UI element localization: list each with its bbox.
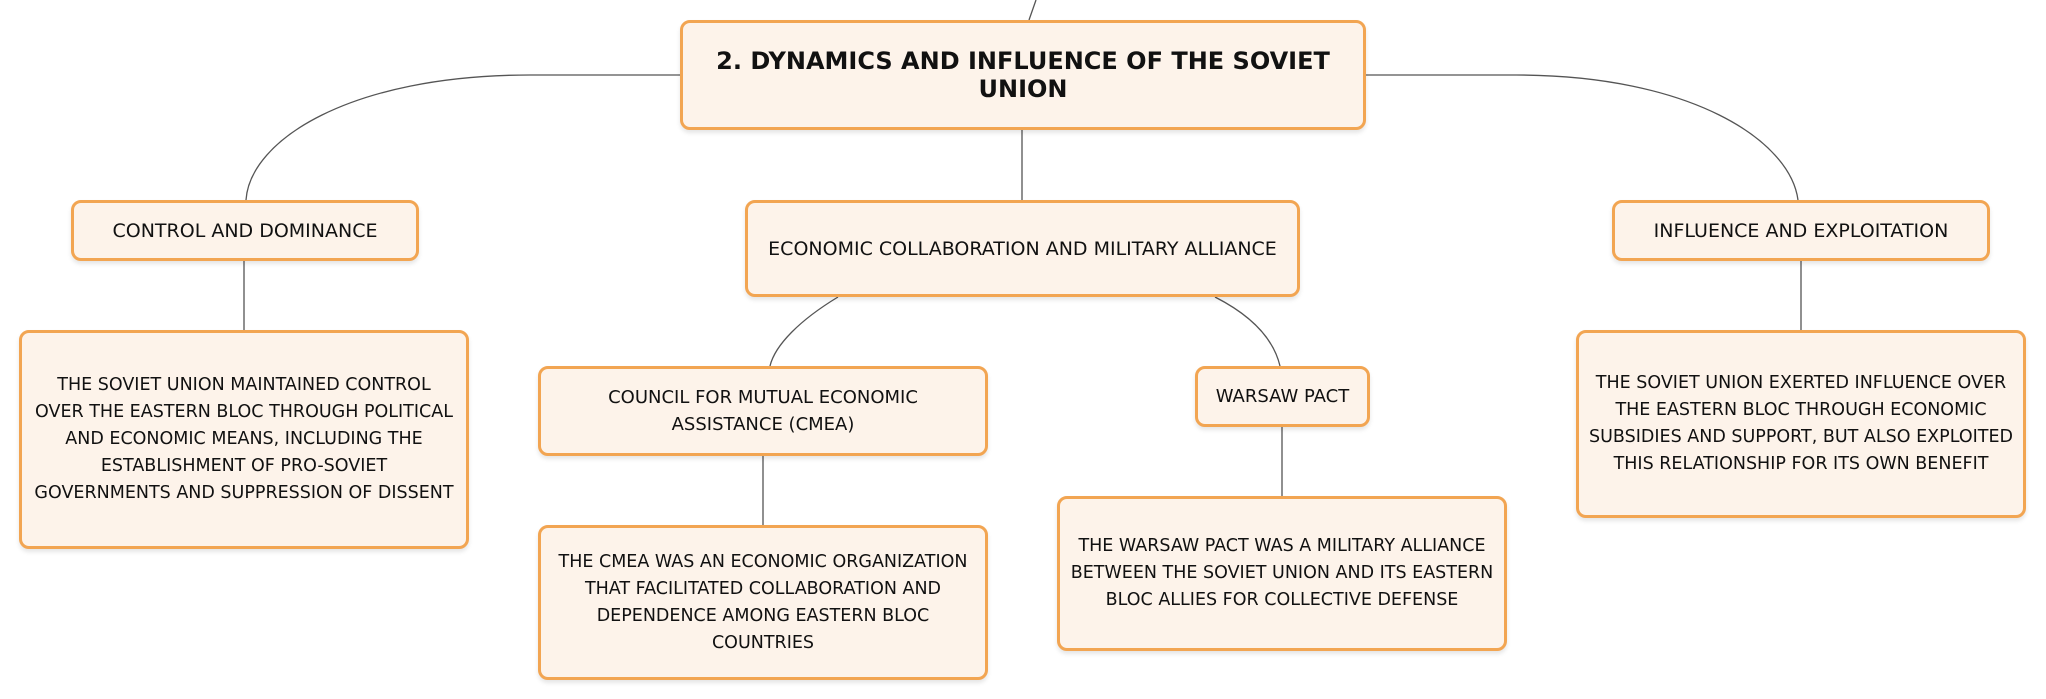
influence-detail-text: THE SOVIET UNION EXERTED INFLUENCE OVER … [1589,373,2013,474]
cmea-detail-text: THE CMEA WAS AN ECONOMIC ORGANIZATION TH… [558,551,968,653]
warsaw-detail-text: THE WARSAW PACT WAS A MILITARY ALLIANCE … [1070,536,1494,610]
connector-incoming-root [1028,0,1037,21]
connector-root-influence [1366,74,1799,201]
connector-economic-warsaw [1214,296,1281,367]
control-detail-text: THE SOVIET UNION MAINTAINED CONTROL OVER… [34,375,454,503]
node-cmea-detail[interactable]: THE CMEA WAS AN ECONOMIC ORGANIZATION TH… [538,525,988,680]
control-label: CONTROL AND DOMINANCE [112,219,378,242]
connector-root-control [245,74,680,201]
economic-label: ECONOMIC COLLABORATION AND MILITARY ALLI… [768,237,1277,260]
root-node[interactable]: 2. DYNAMICS AND INFLUENCE OF THE SOVIET … [680,20,1366,130]
node-warsaw-detail[interactable]: THE WARSAW PACT WAS A MILITARY ALLIANCE … [1057,496,1507,651]
node-influence-and-exploitation[interactable]: INFLUENCE AND EXPLOITATION [1612,200,1990,261]
node-economic-collaboration[interactable]: ECONOMIC COLLABORATION AND MILITARY ALLI… [745,200,1300,297]
influence-label: INFLUENCE AND EXPLOITATION [1653,219,1949,242]
node-control-and-dominance[interactable]: CONTROL AND DOMINANCE [71,200,419,261]
node-cmea[interactable]: COUNCIL FOR MUTUAL ECONOMIC ASSISTANCE (… [538,366,988,456]
root-label: 2. DYNAMICS AND INFLUENCE OF THE SOVIET … [716,47,1330,103]
node-control-detail[interactable]: THE SOVIET UNION MAINTAINED CONTROL OVER… [19,330,469,549]
warsaw-label: WARSAW PACT [1215,386,1350,407]
cmea-label: COUNCIL FOR MUTUAL ECONOMIC ASSISTANCE (… [608,387,918,435]
node-influence-detail[interactable]: THE SOVIET UNION EXERTED INFLUENCE OVER … [1576,330,2026,518]
connector-economic-cmea [769,296,839,367]
node-warsaw-pact[interactable]: WARSAW PACT [1195,366,1370,427]
